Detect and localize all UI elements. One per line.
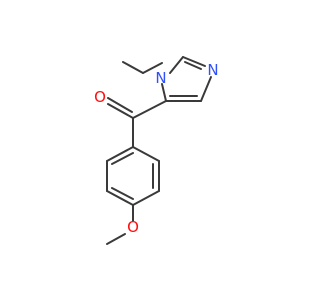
bond-ar4-ar5-double bbox=[111, 187, 134, 200]
bond-c5-n1 bbox=[161, 83, 167, 102]
bond-c2-n3-double bbox=[184, 61, 202, 70]
bond-methyl-c bbox=[122, 61, 144, 74]
bond-carbonyl-o bbox=[107, 103, 134, 119]
bond-ar6-ar1-double bbox=[111, 152, 134, 165]
atom-label-ether-oxygen: O bbox=[127, 218, 139, 236]
bond-ar4-ar5 bbox=[106, 190, 134, 206]
bonds bbox=[106, 56, 212, 245]
structure-canvas: O N N O bbox=[94, 56, 219, 245]
atom-labels: O N N O bbox=[94, 61, 219, 236]
bond-ar1-ar2 bbox=[132, 146, 160, 162]
bond-c5-carbonyl bbox=[132, 100, 167, 119]
bond-ar3-ar4 bbox=[132, 190, 160, 206]
bond-carbonyl-o-double bbox=[107, 97, 133, 113]
atom-label-carbonyl-oxygen: O bbox=[94, 88, 106, 106]
bond-c2-n3 bbox=[182, 56, 206, 67]
atom-label-ring-nitrogen-methyl: N bbox=[155, 69, 166, 87]
bond-n3-c4 bbox=[200, 76, 212, 102]
bond-n1-c2 bbox=[169, 56, 184, 74]
bond-ether-o-methyl bbox=[106, 233, 126, 245]
bond-methyl-n bbox=[142, 62, 163, 74]
molecule-diagram: O N N O bbox=[94, 56, 219, 245]
bond-ar6-ar1 bbox=[106, 146, 134, 162]
atom-label-ring-nitrogen: N bbox=[207, 61, 218, 79]
